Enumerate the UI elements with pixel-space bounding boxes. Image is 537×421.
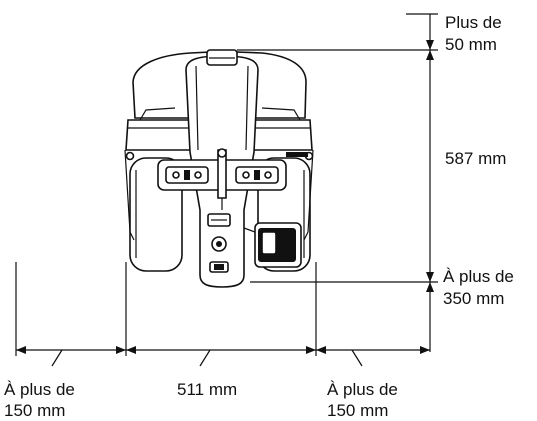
left-grip xyxy=(165,166,209,184)
left-clearance-label-line2: 150 mm xyxy=(4,401,65,420)
right-clearance-label-line2: 150 mm xyxy=(327,401,388,420)
right-clearance-label-line1: À plus de xyxy=(327,380,398,399)
machine-front-view xyxy=(124,49,314,288)
top-clearance-label-line1: Plus de xyxy=(445,13,502,32)
rear-clearance-label-line1: À plus de xyxy=(443,267,514,286)
height-label: 587 mm xyxy=(445,149,506,168)
dimension-labels: Plus de 50 mm 587 mm À plus de 350 mm À … xyxy=(4,13,514,420)
left-clearance-label-line1: À plus de xyxy=(4,380,75,399)
dimension-lines xyxy=(15,13,438,367)
width-label: 511 mm xyxy=(177,380,237,399)
rear-clearance-label-line2: 350 mm xyxy=(443,289,504,308)
right-grip xyxy=(235,166,279,184)
top-clearance-label-line2: 50 mm xyxy=(445,35,497,54)
